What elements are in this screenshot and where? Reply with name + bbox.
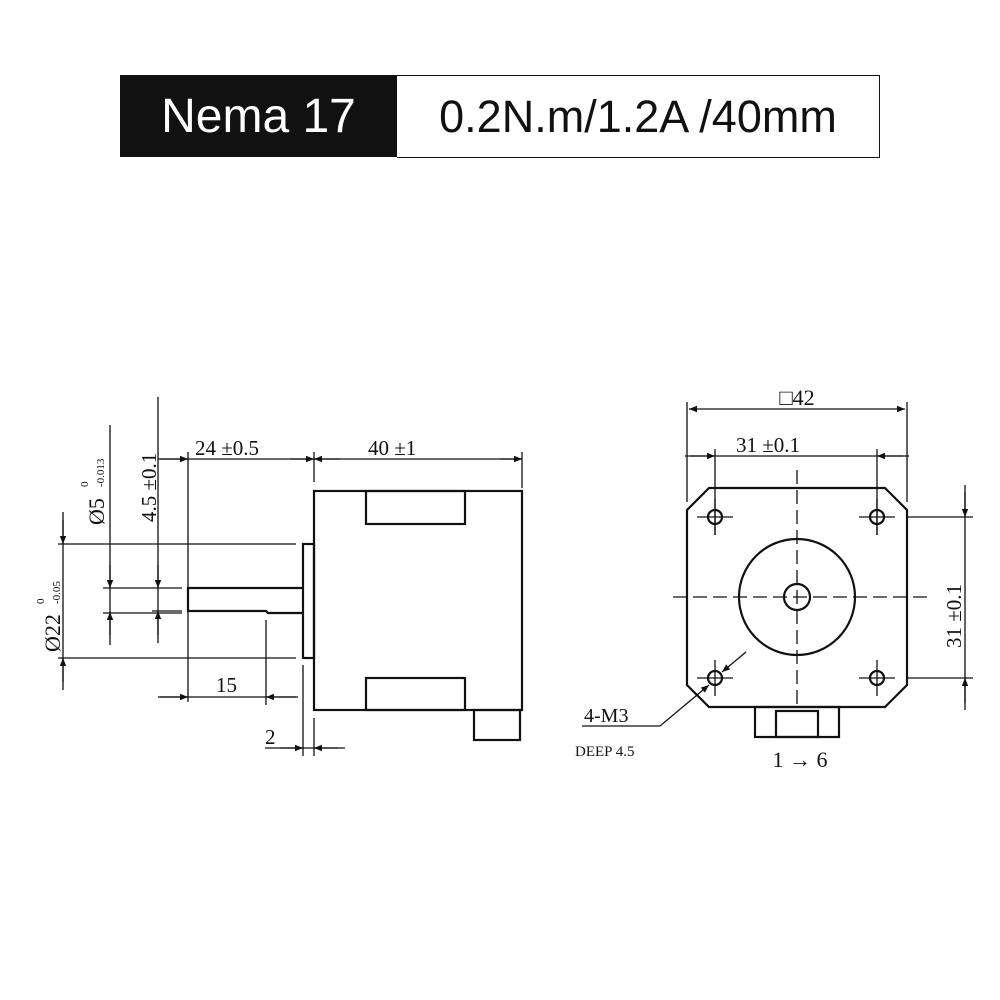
boss — [301, 542, 316, 660]
model-label: Nema 17 — [120, 75, 397, 157]
flat-depth-dim: 4.5 ±0.1 — [137, 453, 161, 522]
boss-tol-upper: 0 — [35, 598, 47, 604]
frame-size-dim: □42 — [779, 385, 814, 410]
front-view: □42 31 ±0.1 31 ±0.1 4-M3 DEEP 4.5 1 → 6 — [575, 385, 973, 772]
hole-spacing-v-dim: 31 ±0.1 — [942, 584, 966, 648]
top-bump — [364, 489, 467, 526]
shaft-tol-lower: -0.013 — [95, 458, 107, 487]
spec-label: 0.2N.m/1.2A /40mm — [397, 75, 880, 158]
holes-label: 4-M3 — [584, 705, 628, 727]
body-length-dim: 40 ±1 — [368, 436, 416, 460]
boss-height-dim: 2 — [265, 725, 276, 749]
boss-diameter-dim: Ø22 — [40, 614, 65, 652]
flat-length-dim: 15 — [216, 673, 237, 697]
shaft — [186, 586, 303, 615]
shaft-length-dim: 24 ±0.5 — [195, 436, 259, 460]
shaft-tol-upper: 0 — [79, 481, 91, 487]
shaft-diameter-dim: Ø5 — [84, 498, 109, 525]
bottom-bump — [364, 676, 467, 712]
connector-pins-label: 1 → 6 — [773, 747, 828, 772]
pilot-circle — [737, 537, 857, 657]
connector-side — [472, 708, 522, 742]
side-view: 24 ±0.5 40 ±1 Ø5 0 -0.013 4.5 ±0.1 Ø22 0… — [35, 397, 524, 756]
face-plate — [685, 486, 909, 709]
hole-spacing-h-dim: 31 ±0.1 — [736, 433, 800, 457]
boss-tol-lower: -0.05 — [51, 581, 63, 604]
depth-label: DEEP 4.5 — [575, 744, 634, 760]
shaft-circle — [782, 582, 812, 612]
